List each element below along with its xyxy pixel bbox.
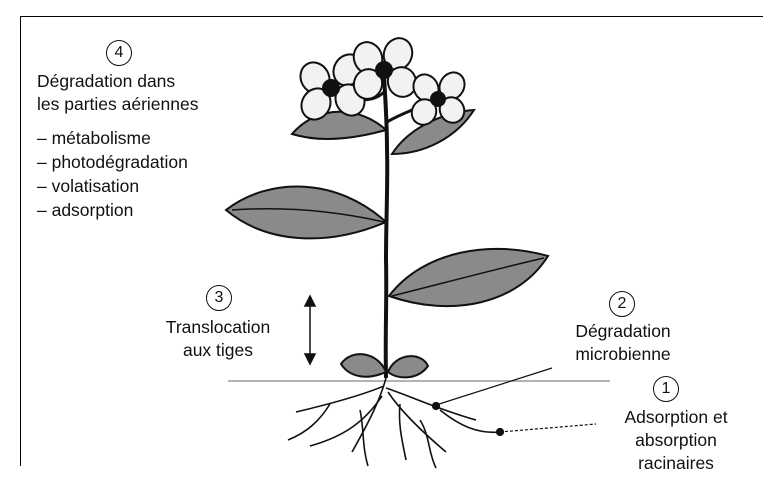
step-1-number: 1 <box>653 376 679 402</box>
leader-lines <box>433 368 597 436</box>
seedling-left-leaf <box>341 354 386 377</box>
step-1-line2: absorption <box>596 429 756 451</box>
step-1-line3: racinaires <box>596 452 756 474</box>
flowers <box>295 34 470 129</box>
step-4-item-photodegradation: – photodégradation <box>37 151 188 173</box>
roots <box>288 378 500 468</box>
root-absorption-leader <box>500 424 596 432</box>
step-4-title-line2: les parties aériennes <box>37 93 198 115</box>
step-2-line1: Dégradation <box>548 320 698 342</box>
microbial-leader <box>436 368 552 405</box>
step-3-line1: Translocation <box>140 316 296 338</box>
right-lower-leaf <box>389 249 548 306</box>
step-2-line2: microbienne <box>548 343 698 365</box>
step-1-line1: Adsorption et <box>596 406 756 428</box>
seedling-right-leaf <box>388 356 428 377</box>
step-3-line2: aux tiges <box>140 339 296 361</box>
step-3-number: 3 <box>206 285 232 311</box>
left-middle-leaf <box>226 187 386 239</box>
step-4-number: 4 <box>106 40 132 66</box>
step-4-item-adsorption: – adsorption <box>37 199 133 221</box>
step-2-number: 2 <box>609 291 635 317</box>
step-4-item-metabolism: – métabolisme <box>37 127 151 149</box>
translocation-arrow <box>305 296 315 364</box>
step-4-title-line1: Dégradation dans <box>37 70 175 92</box>
step-4-item-volatisation: – volatisation <box>37 175 139 197</box>
